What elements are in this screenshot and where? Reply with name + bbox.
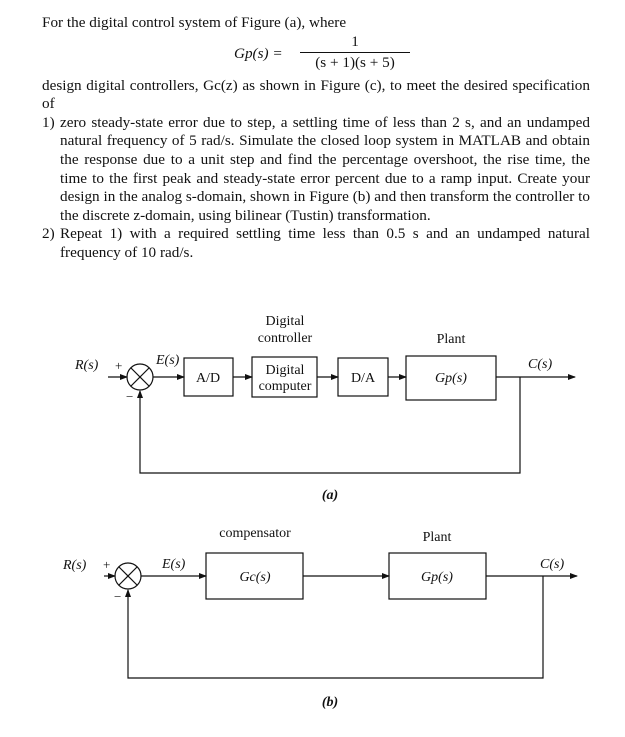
summing-junction	[126, 363, 154, 391]
output-label: C(s)	[540, 557, 564, 572]
error-label: E(s)	[161, 557, 186, 572]
problem-statement: For the digital control system of Figure…	[42, 14, 590, 263]
requirement-text: zero steady-state error due to step, a s…	[60, 113, 590, 224]
requirement-label: 2)	[42, 225, 55, 243]
plus-sign: +	[115, 358, 122, 373]
minus-sign: −	[126, 389, 133, 404]
figure-a-labels: R(s) + − E(s) Digital controller Plant A…	[74, 314, 552, 503]
figure-b	[104, 552, 578, 679]
requirement-item-2: 2) Repeat 1) with a required settling ti…	[42, 225, 590, 262]
equation-numerator: 1	[300, 33, 410, 54]
minus-sign: −	[114, 589, 121, 604]
requirement-text: Repeat 1) with a required settling time …	[60, 225, 590, 261]
plant-label: Plant	[423, 530, 452, 545]
equation-denominator: (s + 1)(s + 5)	[315, 54, 395, 72]
da-block-text: D/A	[351, 371, 376, 386]
input-label: R(s)	[74, 358, 99, 373]
digital-controller-label-line2: controller	[258, 331, 313, 346]
plant-block-text: Gp(s)	[435, 371, 467, 386]
figure-a-caption: (a)	[322, 488, 338, 503]
computer-block-text-line2: computer	[259, 379, 312, 394]
figure-b-caption: (b)	[322, 695, 338, 710]
output-label: C(s)	[528, 357, 552, 372]
figure-b-labels: R(s) + − E(s) compensator Plant Gc(s) Gp…	[62, 526, 564, 710]
figure-a	[108, 355, 576, 474]
plant-transfer-function: Gp(s) = 1 (s + 1)(s + 5)	[42, 33, 590, 77]
requirement-list: 1) zero steady-state error due to step, …	[42, 114, 590, 263]
error-label: E(s)	[155, 353, 180, 368]
feedback-path	[137, 377, 521, 474]
requirement-item-1: 1) zero steady-state error due to step, …	[42, 114, 590, 226]
feedback-path	[125, 576, 544, 679]
compensator-label: compensator	[219, 526, 291, 541]
equation-lhs: Gp(s) =	[234, 44, 283, 62]
plant-label: Plant	[437, 332, 466, 347]
summing-junction	[114, 562, 142, 590]
ad-block-text: A/D	[196, 371, 220, 386]
digital-controller-label-line1: Digital	[266, 314, 305, 329]
plant-block	[405, 355, 497, 401]
plant-block-text: Gp(s)	[421, 570, 453, 585]
requirement-label: 1)	[42, 113, 55, 131]
compensator-block-text: Gc(s)	[239, 570, 270, 585]
plus-sign: +	[103, 557, 110, 572]
input-label: R(s)	[62, 558, 87, 573]
design-text: design digital controllers, Gc(z) as sho…	[42, 76, 590, 113]
equation-fraction: 1 (s + 1)(s + 5)	[300, 33, 410, 73]
computer-block-text-line1: Digital	[266, 363, 305, 378]
problem-intro: For the digital control system of Figure…	[42, 14, 347, 31]
